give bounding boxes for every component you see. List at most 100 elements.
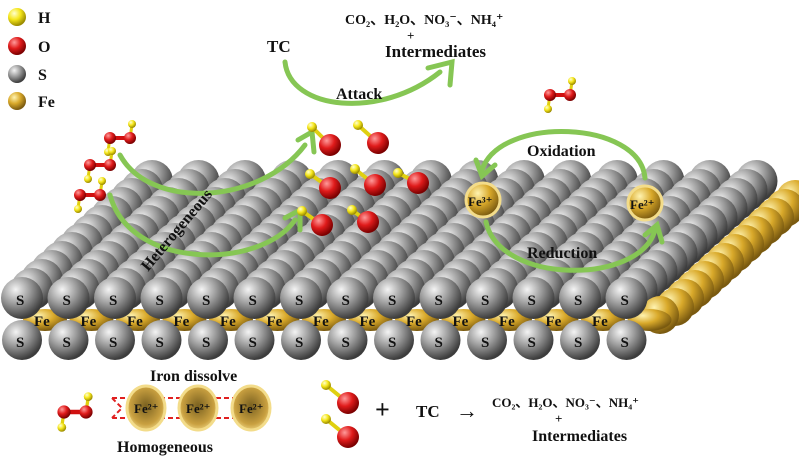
hydroxyl-radical <box>297 206 333 236</box>
s-label: S <box>202 335 210 351</box>
fe-label: Fe <box>174 314 190 330</box>
fe3-label: Fe³⁺ <box>468 194 492 209</box>
h2o2-molecule <box>84 147 116 183</box>
s-label: S <box>156 335 164 351</box>
sulfur-atom <box>48 320 89 360</box>
sulfur-atom <box>605 277 648 319</box>
reduction-arrow <box>483 219 658 273</box>
sulfur-atom <box>560 320 600 360</box>
s-label: S <box>202 293 210 309</box>
fe2-ion-2 <box>177 384 219 432</box>
heterogeneous-arrow-upper <box>117 142 308 196</box>
s-label: S <box>295 293 303 309</box>
s-label: S <box>342 293 350 309</box>
top-plus: + <box>407 28 414 43</box>
fe-label: Fe <box>313 314 329 330</box>
sulfur-atom <box>326 277 369 319</box>
legend-h-label: H <box>38 10 51 27</box>
s-label: S <box>621 335 629 351</box>
fe2-ion-3-label: Fe²⁺ <box>239 401 263 416</box>
s-label: S <box>249 293 257 309</box>
bottom-reaction: Iron dissolve Homogeneous Fe²⁺ Fe²⁺ Fe²⁺… <box>111 368 639 456</box>
s-label: S <box>388 293 396 309</box>
h2o2-molecule <box>57 392 93 432</box>
oxidation-arrow <box>479 128 648 181</box>
sulfur-atom <box>141 320 182 360</box>
legend-o-label: O <box>38 39 50 56</box>
bottom-intermediates: Intermediates <box>532 428 627 445</box>
s-label: S <box>109 335 117 351</box>
sulfur-atom <box>374 320 414 360</box>
sulfur-atom <box>466 277 508 319</box>
s-label: S <box>481 293 489 309</box>
fe-label: Fe <box>499 314 515 330</box>
sulfur-atom <box>140 277 183 319</box>
fe3-ion <box>464 181 502 219</box>
s-label: S <box>574 335 582 351</box>
sulfur-atom <box>327 320 368 360</box>
oxidation-label: Oxidation <box>527 143 596 160</box>
bottom-arrow: → <box>456 398 478 423</box>
s-label: S <box>481 335 489 351</box>
h2o2-molecule <box>74 177 106 213</box>
bottom-tc: TC <box>416 402 440 421</box>
fe-label: Fe <box>453 314 469 330</box>
sulfur-atom <box>94 277 136 319</box>
sulfur-atom <box>420 320 461 360</box>
sulfur-atom <box>187 277 229 319</box>
sulfur-atom <box>47 277 90 319</box>
fe2-ion-1-label: Fe²⁺ <box>134 401 158 416</box>
legend-s-icon <box>8 65 26 83</box>
fe-label: Fe <box>360 314 376 330</box>
sulfur-atom <box>95 320 135 360</box>
fe2-ion-3 <box>230 384 272 432</box>
s-label: S <box>16 293 24 309</box>
iron-dissolve-label: Iron dissolve <box>150 368 237 385</box>
hydroxyl-radical <box>321 380 359 414</box>
fe-label: Fe <box>267 314 283 330</box>
attack-label: Attack <box>336 86 382 103</box>
s-label: S <box>109 293 117 309</box>
reduction-arrowhead <box>642 220 665 245</box>
sulfur-atom <box>280 277 322 319</box>
homogeneous-label: Homogeneous <box>117 439 213 456</box>
sulfur-atom <box>512 277 555 319</box>
h2o2-molecule <box>544 77 576 113</box>
s-label: S <box>574 293 582 309</box>
sulfur-atom <box>234 320 275 360</box>
legend-fe-label: Fe <box>38 94 55 111</box>
hydroxyl-radical <box>305 169 341 199</box>
bottom-plus-2: + <box>555 411 562 426</box>
sulfur-atom <box>281 320 321 360</box>
fe-label: Fe <box>220 314 236 330</box>
s-label: S <box>621 293 629 309</box>
legend-h-icon <box>8 8 26 26</box>
s-label: S <box>295 335 303 351</box>
fe-label: Fe <box>546 314 562 330</box>
sulfur-atom <box>419 277 462 319</box>
h2o2-molecule <box>104 120 136 156</box>
s-label: S <box>435 293 443 309</box>
redox-cycle: Oxidation Reduction Fe³⁺ Fe²⁺ <box>464 128 665 273</box>
bottom-plus: + <box>375 395 390 424</box>
fe-label: Fe <box>81 314 97 330</box>
sulfur-atom <box>373 277 415 319</box>
heterogeneous-arrow-lower <box>107 192 298 258</box>
s-label: S <box>63 293 71 309</box>
molecules <box>57 77 576 448</box>
fe-label: Fe <box>127 314 143 330</box>
sulfur-atom <box>513 320 554 360</box>
hydroxyl-radical <box>393 168 429 194</box>
top-intermediates: Intermediates <box>385 42 486 61</box>
sulfur-atom <box>233 277 276 319</box>
s-label: S <box>528 293 536 309</box>
s-label: S <box>16 335 24 351</box>
fe2-ion-1 <box>125 384 167 432</box>
s-label: S <box>249 335 257 351</box>
sulfur-atom <box>559 277 601 319</box>
s-label: S <box>342 335 350 351</box>
fe2-ion-2-label: Fe²⁺ <box>186 401 210 416</box>
